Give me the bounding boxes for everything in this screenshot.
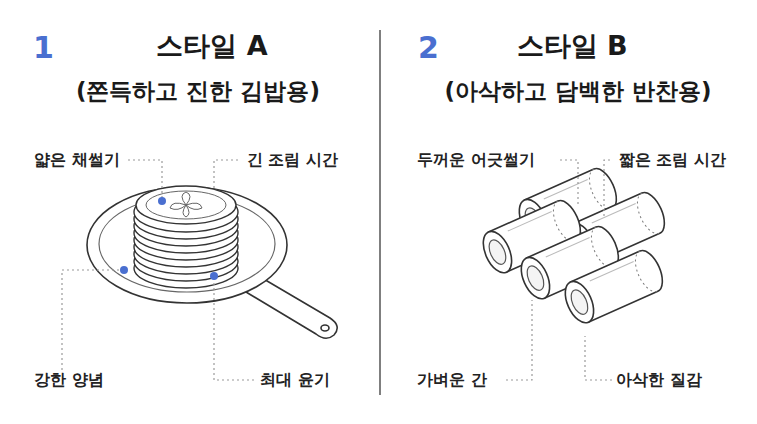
callout-label: 아삭한 질감 [614,370,704,391]
callout-label: 최대 윤기 [258,370,332,391]
callout-label: 강한 양념 [32,370,106,391]
marker-dots [120,197,218,280]
slice-stack [134,186,238,288]
callout-number: 2 [418,30,439,65]
callout-label: 얇은 채썰기 [32,150,122,171]
callout-label: 두꺼운 어긋썰기 [415,150,537,171]
divider [379,30,381,395]
frying-pan [87,187,337,338]
callout-label: 짧은 조림 시간 [617,150,728,171]
callout-label: 가벼운 간 [415,370,489,391]
heading: (쫀득하고 진한 김밥용) [76,76,320,107]
heading: (아삭하고 담백한 반찬용) [444,76,711,107]
thick-diagonal-pieces [478,165,670,327]
callout-number: 1 [33,30,54,65]
leader-lines [62,160,612,380]
callout-label: 긴 조림 시간 [245,150,340,171]
heading: 스타일 B [517,28,628,64]
heading: 스타일 A [156,28,267,64]
